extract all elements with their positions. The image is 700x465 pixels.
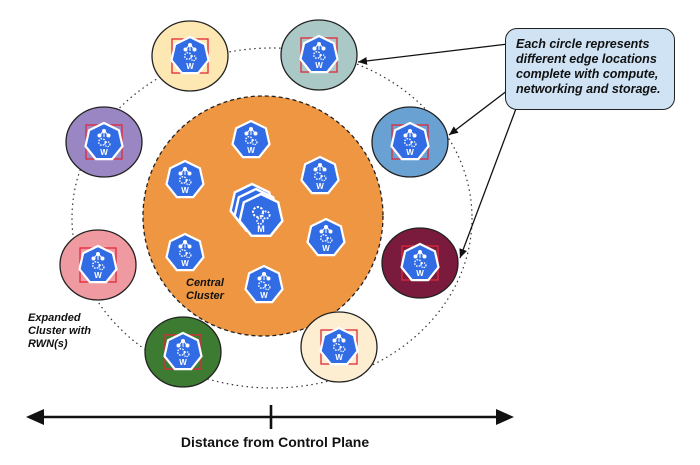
expanded-cluster-label-line: Expanded	[28, 312, 81, 324]
central-worker-node-icon	[300, 155, 340, 195]
axis-right-arrowhead	[496, 409, 514, 425]
axis-left-arrowhead	[26, 409, 44, 425]
edge-location-top-left	[151, 20, 229, 92]
central-worker-node-icon	[231, 119, 271, 159]
central-worker-node-icon	[165, 232, 205, 272]
central-worker-node-icon	[165, 159, 205, 199]
edge-location-upper-right	[371, 106, 449, 178]
edge-location-bottom-left	[144, 316, 222, 388]
callout-line: networking and storage.	[516, 82, 661, 96]
callout-line: different edge locations	[516, 52, 657, 66]
callout-arrow	[357, 43, 509, 65]
edge-worker-node-icon	[163, 331, 203, 371]
callout-arrows	[357, 43, 521, 259]
edge-worker-node-icon	[299, 34, 339, 74]
callout-line: Each circle represents	[516, 37, 650, 51]
expanded-cluster-label-line: RWN(s)	[28, 338, 68, 350]
central-worker-node-icon	[244, 264, 284, 304]
edge-location-upper-left	[65, 106, 143, 178]
axis-label: Distance from Control Plane	[180, 434, 370, 450]
edge-worker-node-icon	[400, 242, 440, 282]
edge-location-right	[381, 227, 459, 299]
central-cluster-label-line: Cluster	[186, 290, 224, 302]
distance-axis	[26, 405, 514, 429]
expanded-cluster-label: Expanded Cluster with RWN(s)	[28, 312, 91, 351]
edge-location-bottom-right	[300, 311, 378, 383]
edge-location-left	[59, 229, 137, 301]
master-node-icon	[238, 192, 284, 238]
callout-line: complete with compute,	[516, 67, 659, 81]
edge-ring	[71, 47, 473, 389]
edge-worker-node-icon	[170, 35, 210, 75]
edge-worker-node-icon	[78, 244, 118, 284]
central-cluster-label: Central Cluster	[186, 277, 224, 303]
callout-arrow	[448, 83, 517, 136]
edge-location-top-right	[280, 19, 358, 91]
edge-worker-node-icon	[390, 121, 430, 161]
central-worker-node-icon	[306, 217, 346, 257]
callout-text: Each circle represents different edge lo…	[516, 37, 666, 97]
edge-worker-node-icon	[84, 121, 124, 161]
callout-arrow	[459, 97, 521, 259]
edge-worker-node-icon	[319, 326, 359, 366]
callout-box: Each circle represents different edge lo…	[505, 28, 675, 110]
expanded-cluster-label-line: Cluster with	[28, 325, 91, 337]
central-cluster-label-line: Central	[186, 277, 224, 289]
